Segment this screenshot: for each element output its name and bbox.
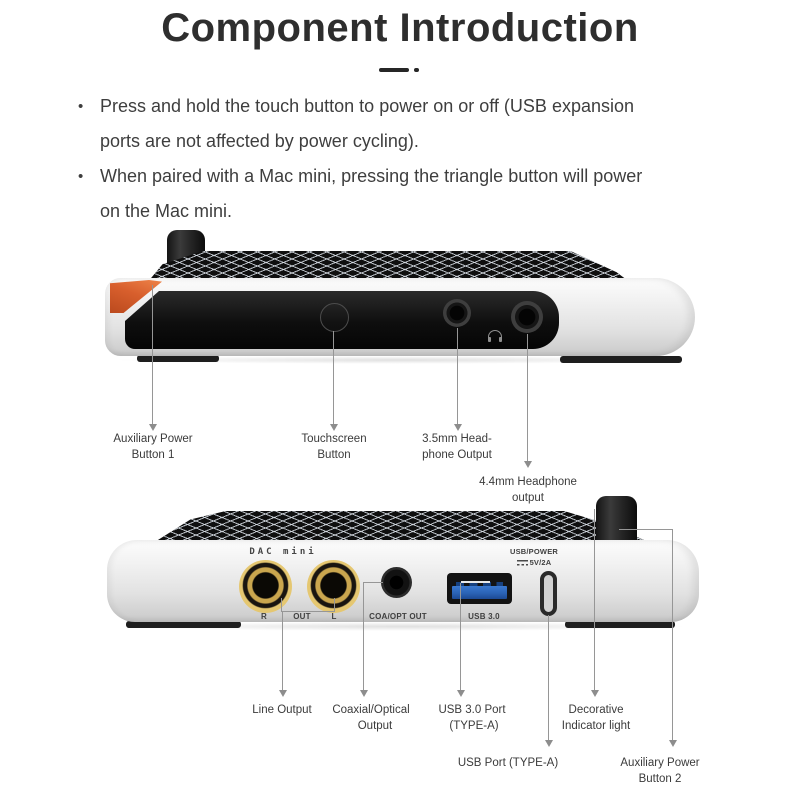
callout-arrow-indicator <box>591 690 599 697</box>
bullet-item: • When paired with a Mac mini, pressing … <box>72 159 732 229</box>
callout-arrow-35mm <box>454 424 462 431</box>
callout-bracket-rca <box>281 611 335 612</box>
usb-a-tongue <box>452 586 507 599</box>
usb-a-port <box>447 573 512 604</box>
callout-line-aux2 <box>672 529 673 741</box>
model-label: DAC mini <box>249 547 317 557</box>
callout-label: 3.5mm Head- <box>422 433 492 445</box>
device-front-foot-left <box>137 355 219 362</box>
callout-label: Button 2 <box>638 773 682 785</box>
callout-label: Output <box>357 720 393 732</box>
port-label-r: R <box>261 612 267 621</box>
callout-line-usbc <box>548 615 549 741</box>
title-divider-dash <box>379 68 409 72</box>
device-front-shadow <box>110 356 690 364</box>
headphone-icon <box>488 330 502 342</box>
callout-arrow-line-output <box>279 690 287 697</box>
callout-line-line-output <box>282 611 283 691</box>
bullet-line: ports are not affected by power cycling)… <box>100 131 419 151</box>
title-divider-dot <box>414 68 419 72</box>
callout-label: output <box>512 492 544 504</box>
callout-line-indicator <box>594 509 595 691</box>
callout-label: Indicator light <box>561 720 631 732</box>
callout-line-44mm <box>527 334 528 462</box>
page-title: Component Introduction <box>161 6 639 50</box>
callout-arrow-aux2 <box>669 740 677 747</box>
jack-3-5mm <box>443 299 471 327</box>
callout-stub-aux2 <box>619 529 673 530</box>
bullet-line: Press and hold the touch button to power… <box>100 96 635 116</box>
callout-label: USB Port (TYPE-A) <box>457 757 559 769</box>
device-front-foot-right <box>560 356 682 363</box>
bullet-marker: • <box>78 168 84 185</box>
callout-arrow-usbc <box>545 740 553 747</box>
aux-power-button-2-knob <box>596 496 637 548</box>
callout-label: 4.4mm Headphone <box>479 476 577 488</box>
callout-arrow-coax <box>360 690 368 697</box>
dc-symbol-icon <box>516 560 528 567</box>
callout-label: Auxiliary Power <box>620 757 700 769</box>
callout-stub-coax <box>363 582 383 583</box>
callout-label: Auxiliary Power <box>113 433 193 445</box>
callout-stub-usb3 <box>461 581 490 583</box>
usb-power-text: USB/POWER <box>509 547 559 556</box>
bullet-marker: • <box>78 98 84 115</box>
intro-bullets: • Press and hold the touch button to pow… <box>72 89 732 229</box>
callout-label: Touchscreen <box>301 433 367 445</box>
device-rear-mesh-top <box>150 511 655 545</box>
callout-arrow-touchscreen <box>330 424 338 431</box>
usb-power-label: USB/POWER 5V/2A <box>501 546 567 568</box>
callout-stub-rca-r <box>281 598 282 612</box>
callout-label: Button <box>317 449 351 461</box>
rca-jack-right <box>239 560 292 613</box>
callout-label: Coaxial/Optical <box>332 704 410 716</box>
usb-c-port <box>540 571 557 616</box>
device-rear-foot-left <box>126 621 241 628</box>
callout-label: Decorative <box>568 704 624 716</box>
usb-a-pins <box>456 582 503 587</box>
callout-label: (TYPE-A) <box>449 720 499 732</box>
callout-line-coax <box>363 582 364 691</box>
callout-label: USB 3.0 Port <box>438 704 506 716</box>
coax-optical-port <box>381 567 412 598</box>
callout-arrow-usb3 <box>457 690 465 697</box>
callout-label: Line Output <box>252 704 312 716</box>
device-rear-shadow <box>115 622 690 631</box>
bullet-item: • Press and hold the touch button to pow… <box>72 89 732 159</box>
callout-label: Button 1 <box>131 449 175 461</box>
callout-line-usb3 <box>460 583 461 691</box>
port-label-l: L <box>331 612 337 621</box>
rca-jack-left <box>307 560 360 613</box>
usb-power-rating: 5V/2A <box>501 557 567 568</box>
touchscreen-button-circle <box>320 303 349 332</box>
callout-line-touchscreen <box>333 331 334 425</box>
callout-stub-rca-l <box>334 598 335 612</box>
callout-line-35mm <box>457 328 458 425</box>
callout-arrow-44mm <box>524 461 532 468</box>
callout-line-aux1 <box>152 285 153 425</box>
port-label-out: OUT <box>293 612 311 621</box>
jack-4-4mm <box>511 301 543 333</box>
port-label-coax: COA/OPT OUT <box>369 612 427 621</box>
bullet-line: on the Mac mini. <box>100 201 233 221</box>
callout-arrow-aux1 <box>149 424 157 431</box>
callout-label: phone Output <box>422 449 492 461</box>
bullet-line: When paired with a Mac mini, pressing th… <box>100 166 643 186</box>
port-label-usb3: USB 3.0 <box>468 612 500 621</box>
device-rear-foot-right <box>565 621 675 628</box>
